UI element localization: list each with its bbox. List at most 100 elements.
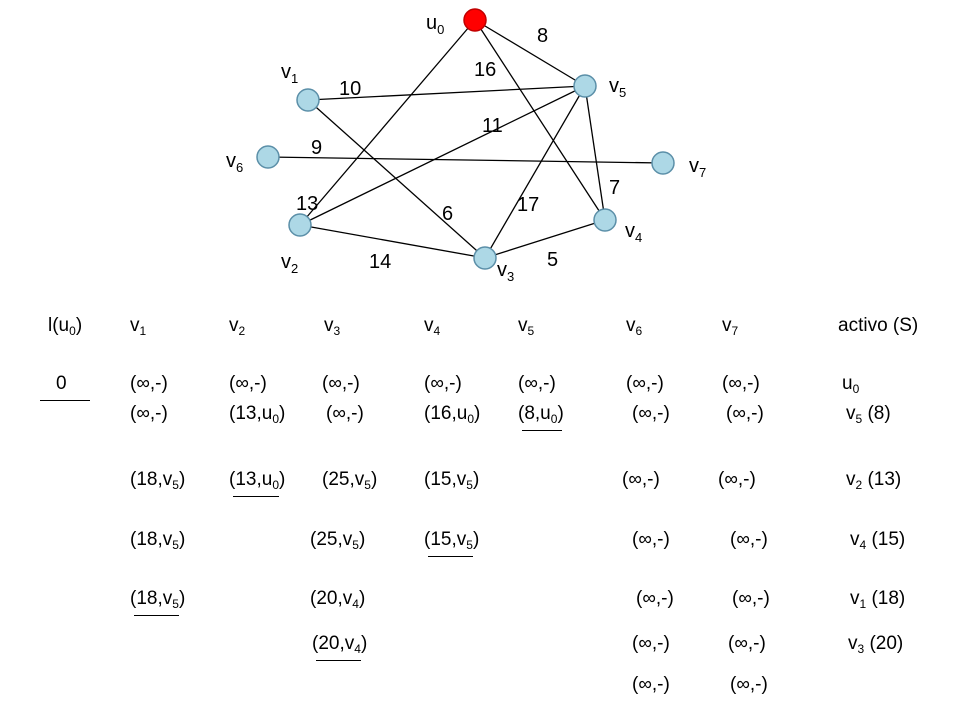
- table-cell-r2-c3: (25,v5): [322, 469, 378, 492]
- edge-u0-v2: [299, 19, 476, 226]
- edge-weight-v5-v4: 7: [609, 177, 620, 199]
- edge-weights-layer: 8 16 13 10 6 9 11 17 7 14 5: [296, 25, 620, 273]
- table-cell-r4-c3: (20,v4): [310, 588, 366, 611]
- table-header-col-5: v5: [518, 315, 535, 338]
- table-cell-r1-c5: (8,u0): [518, 403, 564, 426]
- edge-weight-v3-v4: 5: [547, 249, 558, 271]
- table-cell-r1-c8: v5 (8): [846, 403, 891, 426]
- table-header-col-6: v6: [626, 315, 643, 338]
- node-v7: [651, 151, 675, 175]
- edges-layer: [267, 19, 664, 259]
- edge-weight-v5-v2: 11: [482, 115, 503, 137]
- node-v3: [473, 246, 497, 270]
- edge-weight-v1-v3: 6: [442, 203, 453, 225]
- edge-weight-u0-v5: 8: [537, 25, 548, 47]
- table-header-col-8: activo (S): [838, 315, 919, 336]
- table-cell-r3-c1: (18,v5): [130, 529, 186, 552]
- edge-weight-v2-v3: 14: [369, 251, 391, 273]
- edge-v1-v5: [307, 85, 586, 101]
- table-header-col-3: v3: [324, 315, 341, 338]
- table-cell-r2-c4: (15,v5): [424, 469, 480, 492]
- node-u0: [463, 8, 487, 32]
- edge-v5-v4: [584, 85, 606, 221]
- node-label-v4: v4: [625, 220, 642, 245]
- edge-v5-v3: [484, 85, 586, 259]
- node-label-v3: v3: [497, 259, 514, 284]
- table-cell-r1-c4: (16,u0): [424, 403, 481, 426]
- selected-underline-r2: [233, 496, 280, 497]
- table-header-col-2: v2: [229, 315, 246, 338]
- edge-weight-v6-v7: 9: [311, 137, 322, 159]
- node-label-v5: v5: [609, 75, 626, 100]
- edge-v1-v3: [307, 99, 486, 259]
- table-cell-r5-c6: (∞,-): [632, 633, 670, 654]
- table-cell-r1-c1: (∞,-): [130, 403, 168, 424]
- node-label-v2: v2: [281, 251, 298, 276]
- table-cell-r5-c8: v3 (20): [848, 633, 904, 656]
- table-header-col-7: v7: [722, 315, 739, 338]
- node-label-v6: v6: [226, 150, 243, 175]
- node-v4: [593, 208, 617, 232]
- table-cell-r2-c7: (∞,-): [718, 469, 756, 490]
- edge-weight-u0-v2: 13: [296, 193, 318, 215]
- edge-v2-v3: [299, 224, 486, 259]
- table-cell-r4-c8: v1 (18): [850, 588, 906, 611]
- table-cell-r0-c8: u0: [842, 373, 860, 396]
- table-cell-r6-c7: (∞,-): [730, 674, 768, 695]
- edge-weight-v5-v3: 17: [517, 194, 539, 216]
- selected-underline-r4: [134, 615, 180, 616]
- table-cell-r3-c6: (∞,-): [632, 529, 670, 550]
- node-v6: [256, 145, 280, 169]
- table-cell-r3-c4: (15,v5): [424, 529, 480, 552]
- table-cell-r0-c0: 0: [56, 373, 67, 394]
- edge-u0-v5: [474, 19, 586, 87]
- table-cell-r1-c6: (∞,-): [632, 403, 670, 424]
- nodes-layer: [256, 8, 675, 270]
- table-header-col-0: l(u0): [48, 315, 83, 338]
- table-cell-r0-c6: (∞,-): [626, 373, 664, 394]
- node-v5: [573, 74, 597, 98]
- table-cell-r1-c3: (∞,-): [326, 403, 364, 424]
- edge-weight-u0-v4: 16: [474, 59, 496, 81]
- table-cell-r0-c3: (∞,-): [322, 373, 360, 394]
- table-cell-r1-c7: (∞,-): [726, 403, 764, 424]
- table-cell-r0-c7: (∞,-): [722, 373, 760, 394]
- selected-underline-r5: [316, 660, 362, 661]
- table-cell-r3-c7: (∞,-): [730, 529, 768, 550]
- table-cell-r0-c5: (∞,-): [518, 373, 556, 394]
- table-cell-r5-c7: (∞,-): [728, 633, 766, 654]
- table-cell-r2-c8: v2 (13): [846, 469, 902, 492]
- table-cell-r3-c3: (25,v5): [310, 529, 366, 552]
- table-cell-r0-c2: (∞,-): [229, 373, 267, 394]
- table-cell-r2-c1: (18,v5): [130, 469, 186, 492]
- table-cell-r3-c8: v4 (15): [850, 529, 906, 552]
- selected-underline-r3: [428, 556, 474, 557]
- table-header-col-4: v4: [424, 315, 441, 338]
- node-label-u0: u0: [426, 12, 444, 37]
- table-cell-r0-c4: (∞,-): [424, 373, 462, 394]
- node-label-v1: v1: [281, 61, 298, 86]
- node-label-v7: v7: [689, 155, 706, 180]
- table-cell-r4-c6: (∞,-): [636, 588, 674, 609]
- edge-v6-v7: [267, 156, 664, 164]
- edge-weight-v1-v5: 10: [339, 78, 361, 100]
- table-cell-r4-c7: (∞,-): [732, 588, 770, 609]
- graph-diagram: 8 16 13 10 6 9 11 17 7 14 5 u0 v1 v2 v3 v4 v5 v6 v7: [226, 8, 706, 284]
- table-header-col-1: v1: [130, 315, 147, 338]
- table-cell-r1-c2: (13,u0): [229, 403, 286, 426]
- edge-v3-v4: [484, 219, 606, 259]
- node-v2: [288, 213, 312, 237]
- node-labels-layer: u0 v1 v2 v3 v4 v5 v6 v7: [226, 12, 706, 284]
- table-cell-r6-c6: (∞,-): [632, 674, 670, 695]
- table-cell-r4-c1: (18,v5): [130, 588, 186, 611]
- selected-underline-r1: [522, 430, 562, 431]
- table-cell-r2-c2: (13,u0): [229, 469, 286, 492]
- selected-underline-r0: [40, 400, 90, 401]
- edge-u0-v4: [474, 19, 606, 221]
- table-cell-r2-c6: (∞,-): [622, 469, 660, 490]
- edge-v5-v2: [299, 85, 586, 226]
- node-v1: [296, 88, 320, 112]
- table-cell-r5-c3: (20,v4): [312, 633, 368, 656]
- table-cell-r0-c1: (∞,-): [130, 373, 168, 394]
